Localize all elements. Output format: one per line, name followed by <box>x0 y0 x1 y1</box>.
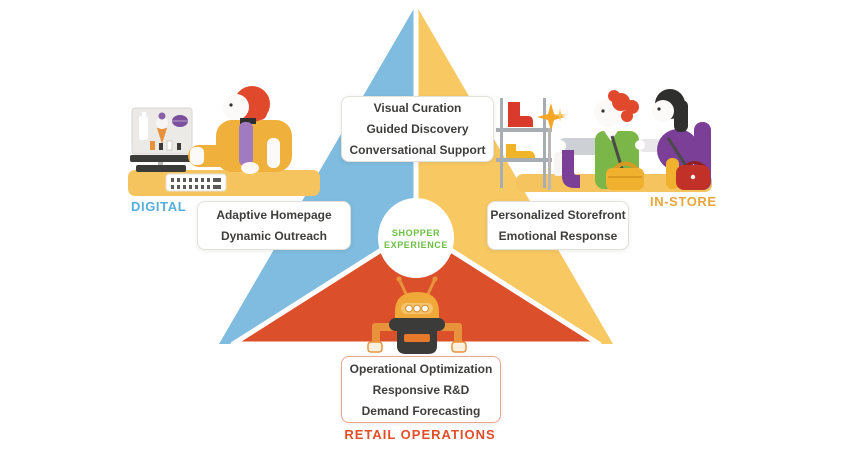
card-line: Visual Curation <box>373 101 462 115</box>
instore-shopper-green-figure <box>554 90 644 190</box>
retail-section-label: RETAIL OPERATIONS <box>344 427 496 442</box>
card-line: Responsive R&D <box>372 382 470 397</box>
red-boot-icon <box>508 102 533 127</box>
sign-pole <box>548 128 551 190</box>
badge-line: EXPERIENCE <box>383 240 449 250</box>
badge-line: SHOPPER <box>391 228 441 238</box>
digital-section-label: DIGITAL <box>131 199 187 214</box>
instore-capabilities-card: Personalized Storefront Emotional Respon… <box>487 201 629 250</box>
card-line: Conversational Support <box>349 143 486 157</box>
shoe-shelf-icon <box>496 98 552 188</box>
product-screen-icon <box>131 107 193 155</box>
shared-capabilities-card: Visual Curation Guided Discovery Convers… <box>341 96 494 162</box>
digital-scene-illustration <box>130 86 292 192</box>
digital-capabilities-card: Adaptive Homepage Dynamic Outreach <box>197 201 351 250</box>
screen-shelf-bar <box>130 155 192 162</box>
shopper-experience-badge: SHOPPER EXPERIENCE <box>376 227 456 251</box>
yellow-shoe-icon <box>506 144 535 158</box>
keyboard-icon <box>165 173 227 192</box>
card-line: Demand Forecasting <box>361 403 481 418</box>
robot-icon <box>367 276 467 354</box>
card-line: Dynamic Outreach <box>220 229 328 243</box>
card-line: Operational Optimization <box>349 361 493 376</box>
card-line: Emotional Response <box>498 229 618 243</box>
digital-shopper-figure <box>188 86 292 174</box>
retail-capabilities-card: Operational Optimization Responsive R&D … <box>341 356 501 423</box>
card-line: Adaptive Homepage <box>216 208 332 222</box>
instore-shopper-purple-figure <box>635 89 711 190</box>
card-line: Guided Discovery <box>366 122 469 136</box>
card-line: Personalized Storefront <box>490 208 626 222</box>
yellow-bag-icon <box>606 168 644 190</box>
sparkle-icon <box>537 103 567 131</box>
screen-base-bar <box>136 165 186 172</box>
instore-section-label: IN-STORE <box>650 194 717 209</box>
instore-scene-illustration <box>496 89 711 190</box>
center-circle <box>378 198 454 278</box>
